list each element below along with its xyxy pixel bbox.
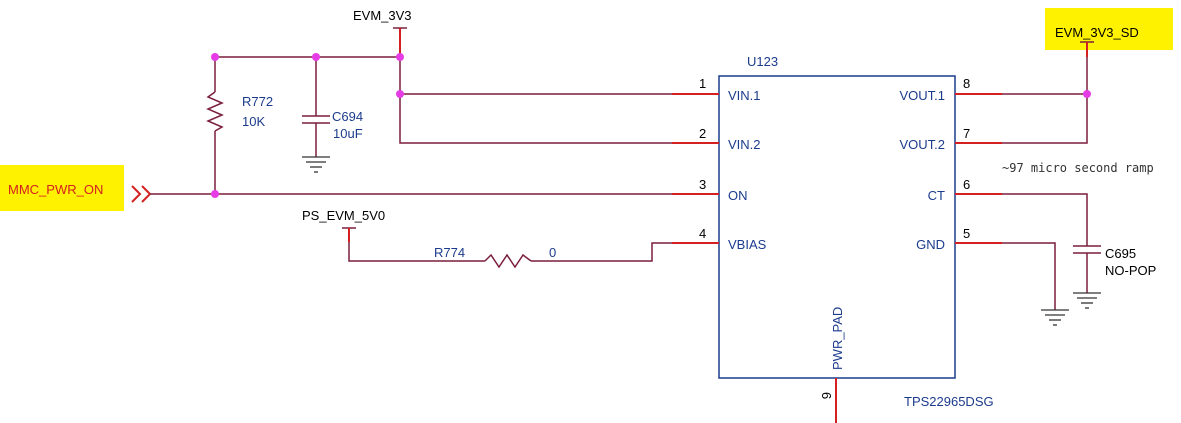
u123-ref: U123 bbox=[747, 54, 778, 69]
vout-wire bbox=[1002, 93, 1088, 144]
r774-resistor bbox=[484, 253, 532, 269]
junction-dot bbox=[396, 90, 404, 98]
pin-3-number: 3 bbox=[699, 177, 706, 192]
gnd-wire bbox=[1002, 242, 1056, 310]
pin-4-number: 4 bbox=[699, 226, 706, 241]
vbias-wire-right bbox=[531, 242, 700, 262]
mmc-pwr-on-highlight bbox=[0, 165, 124, 211]
pin-5-number: 5 bbox=[963, 226, 970, 241]
pin-9-number: 9 bbox=[819, 392, 834, 399]
pin-2-number: 2 bbox=[699, 126, 706, 141]
pin-6-name: CT bbox=[928, 188, 945, 203]
r774-ref: R774 bbox=[434, 245, 465, 260]
off-page-connector-icon bbox=[131, 185, 152, 203]
r772-resistor bbox=[206, 91, 224, 132]
pin-1-name: VIN.1 bbox=[728, 88, 761, 103]
ps-evm-5v0-power-symbol bbox=[342, 227, 356, 242]
junction-dot bbox=[211, 53, 219, 61]
c694-ground-symbol bbox=[302, 156, 330, 173]
net-label-evm-3v3: EVM_3V3 bbox=[353, 8, 412, 23]
pin-7-number: 7 bbox=[963, 126, 970, 141]
pin-2-name: VIN.2 bbox=[728, 137, 761, 152]
pin-5-name: GND bbox=[916, 237, 945, 252]
evm-3v3-power-symbol bbox=[393, 27, 407, 57]
r772-ref: R772 bbox=[242, 94, 273, 109]
r772-value: 10K bbox=[242, 114, 265, 129]
vbias-wire-left bbox=[348, 242, 485, 262]
u123-part-number: TPS22965DSG bbox=[904, 394, 994, 409]
pin-8-name: VOUT.1 bbox=[899, 88, 945, 103]
junction-dot bbox=[312, 53, 320, 61]
vin-rail-wire bbox=[215, 56, 700, 144]
gnd-ground-symbol bbox=[1041, 309, 1069, 326]
pin-1-number: 1 bbox=[699, 76, 706, 91]
c694-ref: C694 bbox=[332, 109, 363, 124]
ramp-annotation: ~97 micro second ramp bbox=[1002, 161, 1154, 175]
junction-dot bbox=[396, 53, 404, 61]
r774-value: 0 bbox=[549, 245, 556, 260]
pin-3-name: ON bbox=[728, 188, 748, 203]
pin-4-name: VBIAS bbox=[728, 237, 767, 252]
evm-3v3-sd-power-symbol bbox=[1080, 41, 1094, 57]
junction-dot bbox=[1083, 90, 1091, 98]
pin-9-name: PWR_PAD bbox=[830, 307, 845, 370]
junction-dot bbox=[211, 190, 219, 198]
pin-7-name: VOUT.2 bbox=[899, 137, 945, 152]
net-label-mmc-pwr-on: MMC_PWR_ON bbox=[8, 182, 103, 197]
c695-ground-symbol bbox=[1073, 292, 1101, 309]
pin-6-number: 6 bbox=[963, 177, 970, 192]
pin-8-number: 8 bbox=[963, 76, 970, 91]
net-label-ps-evm-5v0: PS_EVM_5V0 bbox=[302, 208, 385, 223]
c695-ref: C695 bbox=[1105, 246, 1136, 261]
c694-value: 10uF bbox=[333, 126, 363, 141]
c695-value: NO-POP bbox=[1105, 263, 1156, 278]
ct-wire bbox=[1002, 193, 1088, 246]
net-label-evm-3v3-sd: EVM_3V3_SD bbox=[1055, 25, 1139, 40]
evm-3v3-sd-highlight bbox=[1045, 8, 1173, 50]
